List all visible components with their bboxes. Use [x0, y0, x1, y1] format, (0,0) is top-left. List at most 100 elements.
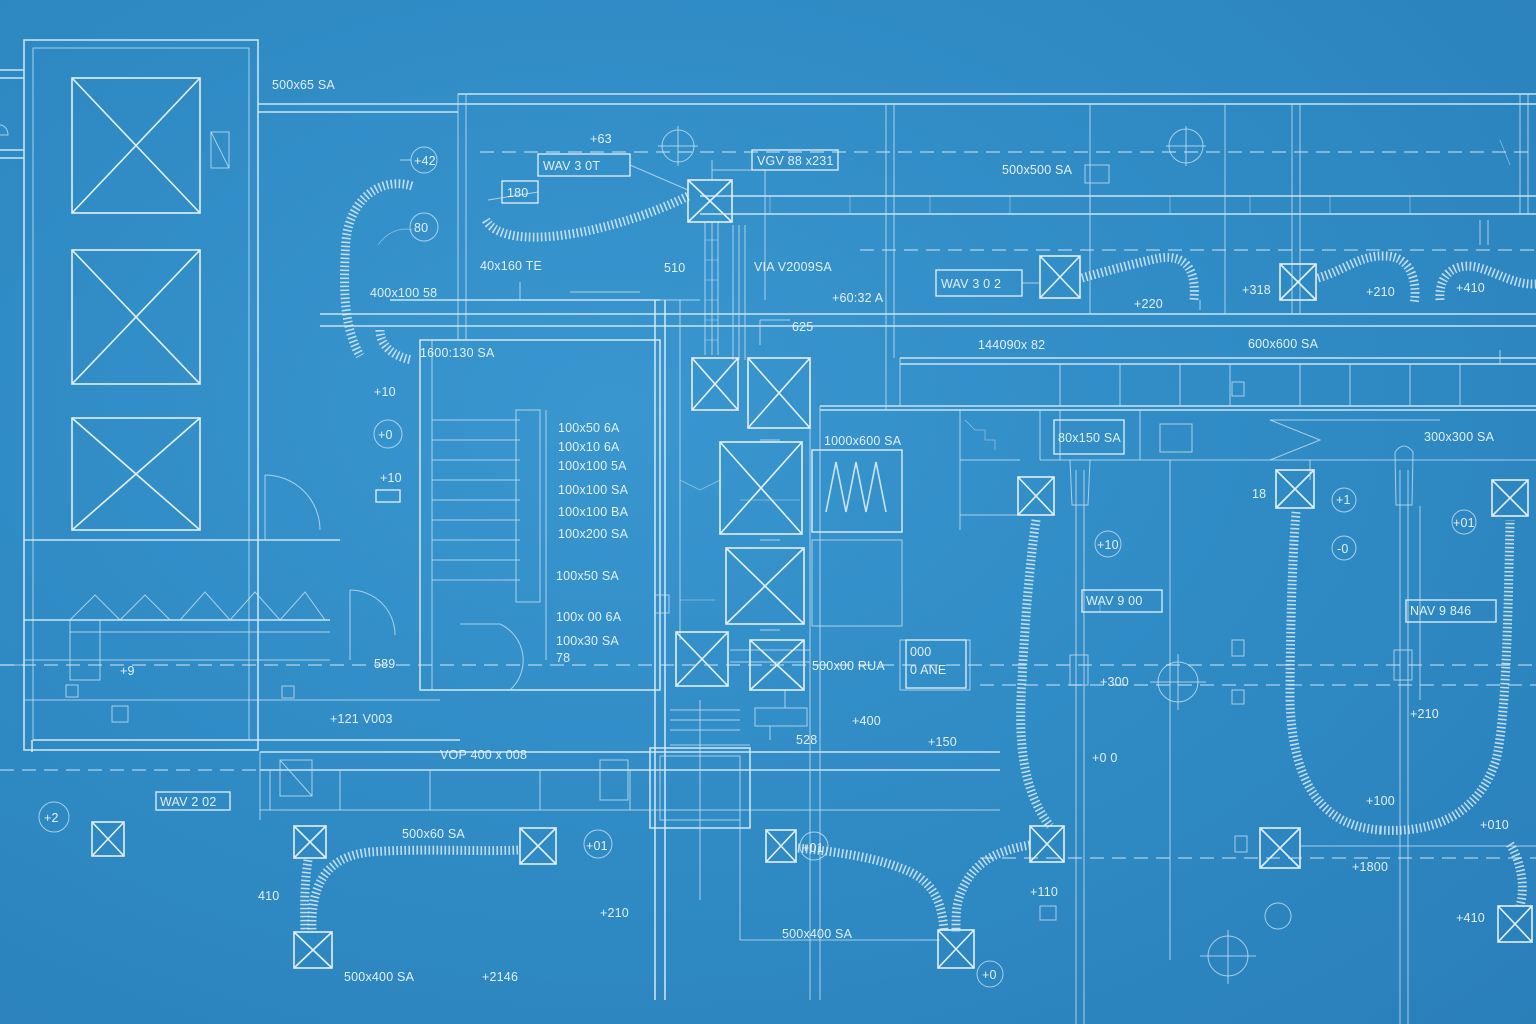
label: +0 0: [1092, 751, 1117, 765]
label: +210: [1410, 707, 1439, 721]
damper-b: [747, 357, 811, 429]
label: +60:32 A: [832, 291, 884, 305]
label: +2: [44, 811, 59, 825]
damper-a: [691, 357, 739, 411]
tag-frames: [155, 149, 1497, 811]
label: 000: [910, 645, 931, 659]
fan-unit-b: [725, 547, 805, 625]
label: +10: [1097, 538, 1119, 552]
label: +0: [378, 428, 393, 442]
label: 400x100 58: [370, 286, 437, 300]
coil-section: [811, 449, 971, 691]
tag-label: WAV 3 0 2: [941, 277, 1001, 291]
label: 500x400 SA: [344, 970, 415, 984]
label: 100x100 SA: [558, 483, 629, 497]
label: +220: [1134, 297, 1163, 311]
label: +410: [1456, 911, 1485, 925]
label: 100x 00 6A: [556, 610, 622, 624]
label: 500x65 SA: [272, 78, 335, 92]
label: 144090x 82: [978, 338, 1045, 352]
damper-d: [749, 639, 805, 691]
vav-box-13: [937, 929, 975, 969]
damper-c: [675, 631, 729, 687]
label: 80x150 SA: [1058, 431, 1121, 445]
label: +01: [1453, 516, 1475, 530]
label: 500x500 SA: [1002, 163, 1073, 177]
vav-box-top-center: [687, 179, 733, 223]
vav-box-9: [519, 827, 557, 865]
crosshair-marker-3: [1150, 654, 1206, 710]
label: 510: [664, 261, 685, 275]
label: +100: [1366, 794, 1395, 808]
label: 100x50 6A: [558, 421, 620, 435]
label: 410: [258, 889, 279, 903]
label: +121 V003: [330, 712, 393, 726]
label: -0: [1337, 542, 1349, 556]
label: 300x300 SA: [1424, 430, 1495, 444]
label: +318: [1242, 283, 1271, 297]
ahu-2: [71, 249, 201, 385]
crosshair-marker-1: [658, 126, 698, 166]
vav-box-6: [1029, 825, 1065, 863]
label: +01: [586, 839, 608, 853]
label: +0: [982, 968, 997, 982]
label: VIA V2009SA: [754, 260, 832, 274]
vav-box-10: [293, 825, 327, 859]
vav-box-4: [1275, 469, 1315, 509]
label: 500x60 SA: [402, 827, 465, 841]
vav-box-8: [1497, 905, 1533, 943]
tag-label: WAV 3 0T: [543, 159, 600, 173]
label: +210: [600, 906, 629, 920]
label: +2146: [482, 970, 518, 984]
tag-label: WAV 2 02: [160, 795, 216, 809]
vav-box-12: [765, 829, 797, 863]
label: 100x100 5A: [558, 459, 627, 473]
label: +10: [374, 385, 396, 399]
vav-box-11: [293, 931, 333, 969]
label: 0 ANE: [910, 663, 946, 677]
label: +42: [414, 154, 436, 168]
label: 500x400 SA: [782, 927, 853, 941]
vav-box-2: [1279, 263, 1317, 301]
fan-unit-a: [719, 441, 803, 535]
crosshair-marker-2: [1166, 126, 1206, 166]
ahu-3: [71, 417, 201, 531]
vav-box-5: [1491, 479, 1529, 517]
label: 625: [792, 320, 813, 334]
crosshair-marker-4: [1200, 930, 1256, 984]
label: +010: [1480, 818, 1509, 832]
label: 100x30 SA: [556, 634, 619, 648]
label: 100x200 SA: [558, 527, 629, 541]
label: +01: [802, 841, 824, 855]
label: +9: [120, 664, 135, 678]
label: 589: [374, 657, 395, 671]
central-shaft: [419, 104, 1511, 1000]
label: +210: [1366, 285, 1395, 299]
label: +63: [590, 132, 612, 146]
label: +1: [1336, 493, 1351, 507]
vav-box-7: [1259, 827, 1301, 869]
label: +10: [380, 471, 402, 485]
label: +410: [1456, 281, 1485, 295]
label: 1600:130 SA: [420, 346, 495, 360]
vav-box-14: [91, 821, 125, 857]
equipment-boxes-center: [675, 179, 971, 691]
label: 600x600 SA: [1248, 337, 1319, 351]
label: 100x50 SA: [556, 569, 619, 583]
vav-box-1: [1039, 255, 1081, 299]
main-trunk-ducts: [0, 93, 1536, 859]
label: 100x100 BA: [558, 505, 629, 519]
tag-label: WAV 9 00: [1086, 594, 1142, 608]
air-handling-units: [71, 77, 230, 531]
label: 1000x600 SA: [824, 434, 902, 448]
ahu-1: [71, 77, 201, 214]
label: +300: [1100, 675, 1129, 689]
label: +110: [1030, 885, 1058, 899]
label: 528: [796, 733, 817, 747]
label: 78: [556, 651, 570, 665]
label: 80: [414, 221, 428, 235]
symbols: [38, 126, 1477, 988]
tag-label: NAV 9 846: [1410, 604, 1471, 618]
